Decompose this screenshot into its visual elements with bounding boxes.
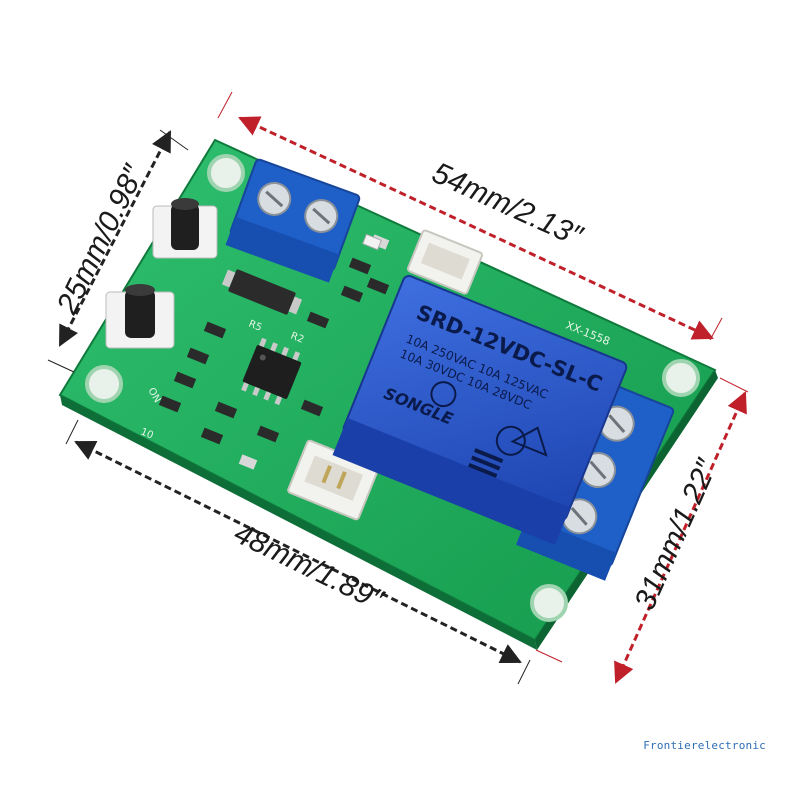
watermark: Frontierelectronic [643, 739, 766, 752]
dimension-top-label: 54mm/2.13″ [427, 156, 588, 253]
mounting-holes [85, 154, 700, 622]
svg-text:10: 10 [139, 427, 155, 442]
